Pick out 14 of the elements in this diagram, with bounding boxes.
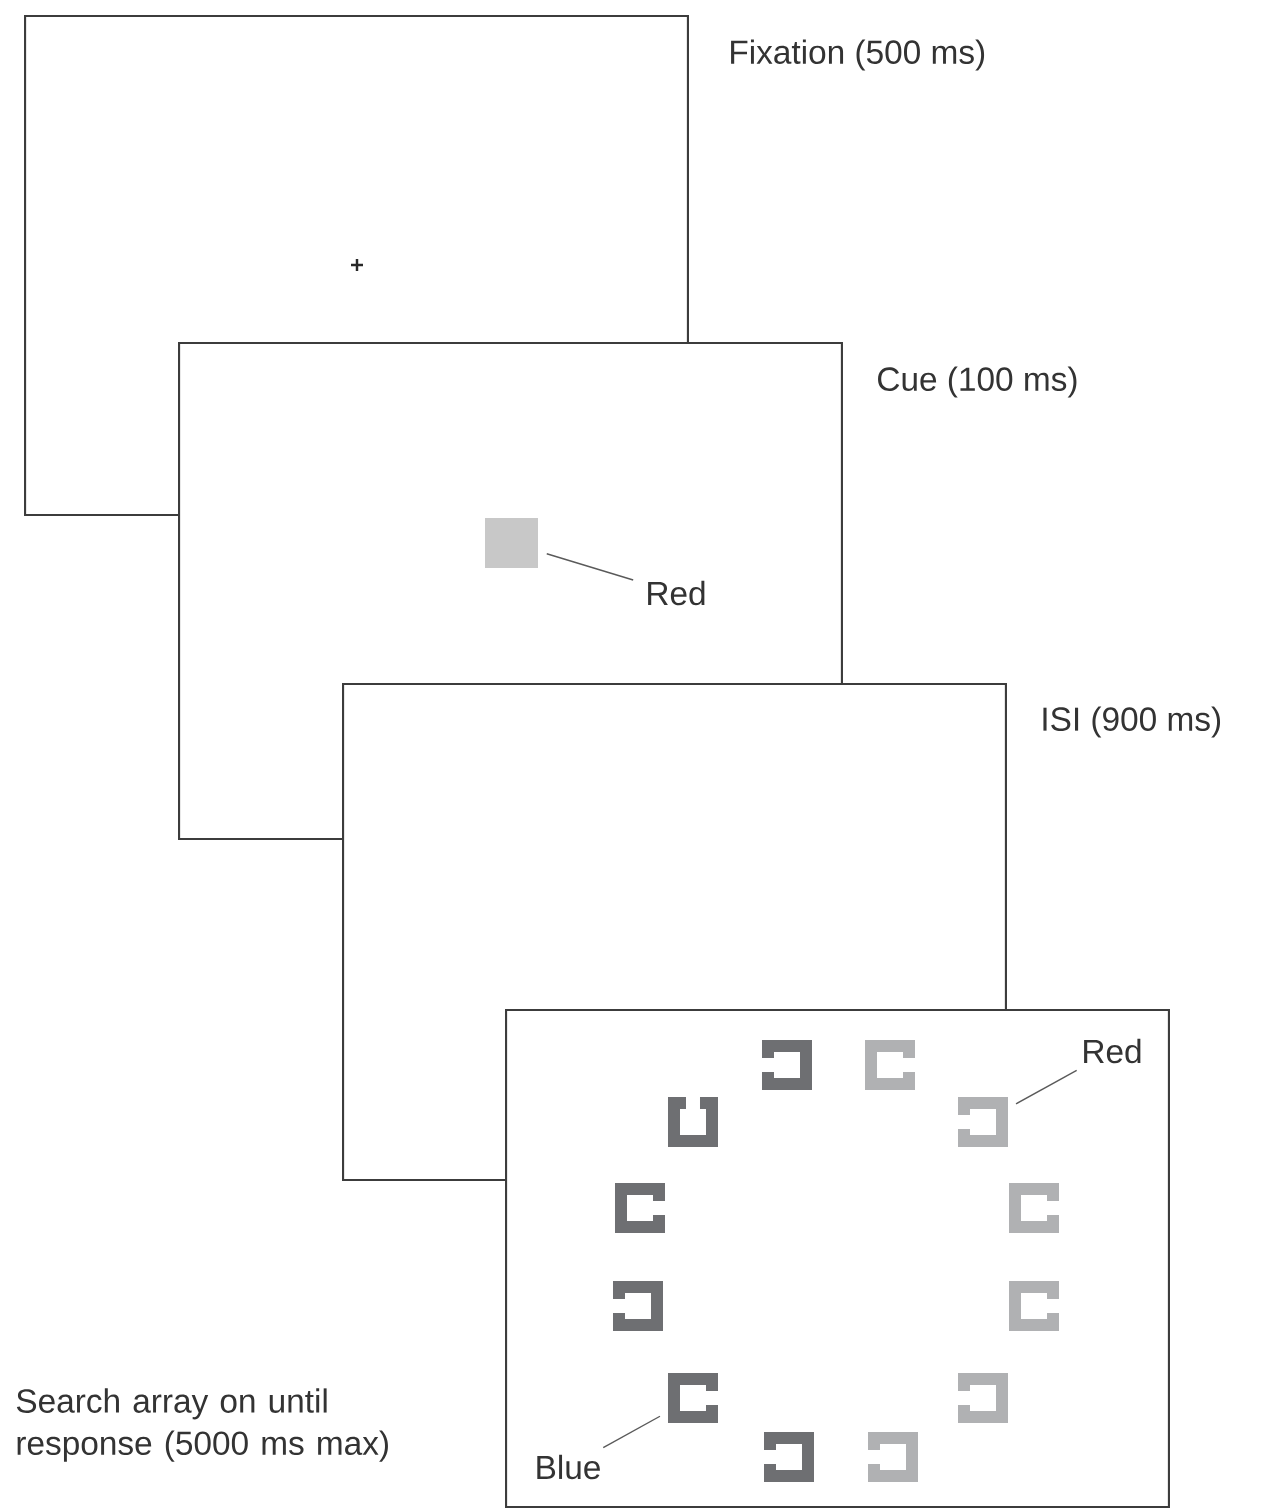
duration-label: Cue (100 ms) <box>878 366 1077 398</box>
duration-label: ISI (900 ms) <box>1043 706 1221 738</box>
leader-line <box>602 1415 661 1449</box>
leader-label: Red <box>1084 1038 1141 1064</box>
bracket-shape <box>668 1373 718 1423</box>
bracket-shape <box>958 1097 1008 1147</box>
leader-line <box>1015 1069 1078 1105</box>
duration-label: Fixation (500 ms) <box>731 39 985 71</box>
screen-frame <box>505 1009 1170 1508</box>
leader-label: Blue <box>537 1454 600 1480</box>
cue-square <box>485 518 538 568</box>
leader-line <box>546 553 634 581</box>
leader-label: Red <box>648 580 705 606</box>
duration-label: Search array on until response (5000 ms max) <box>16 1388 388 1462</box>
